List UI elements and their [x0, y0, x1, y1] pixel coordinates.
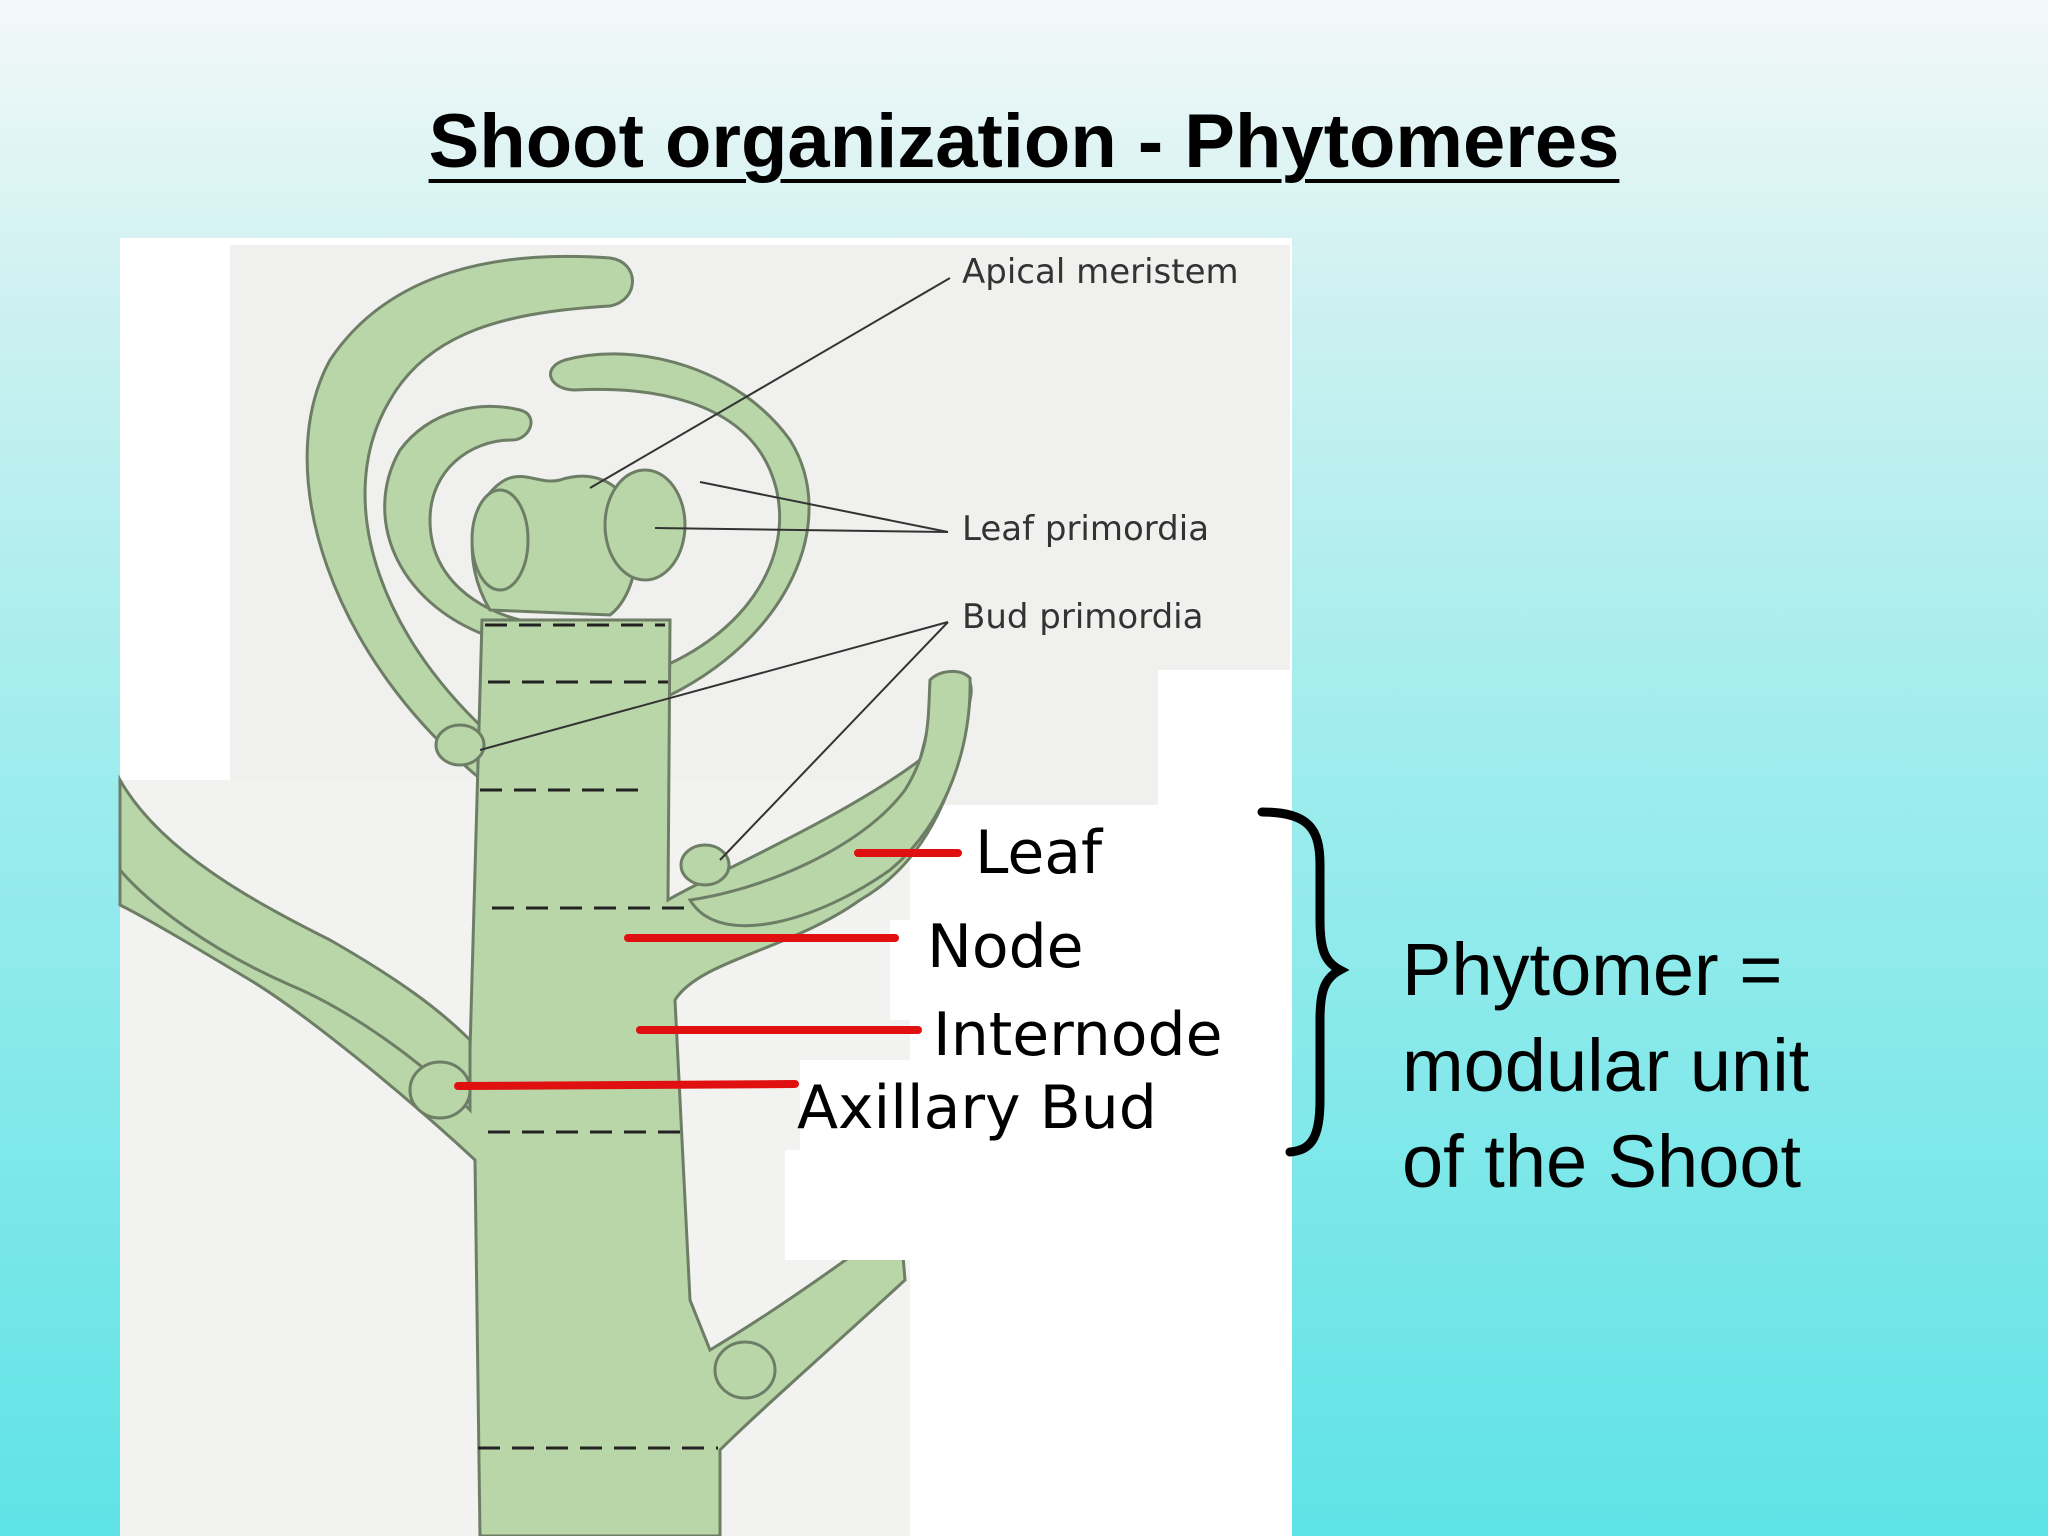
label-bud-primordia: Bud primordia — [962, 597, 1203, 637]
label-leaf: Leaf — [975, 818, 1104, 888]
label-axillary-bud: Axillary Bud — [797, 1073, 1157, 1143]
phytomer-definition: Phytomer = modular unit of the Shoot — [1402, 922, 2002, 1210]
axillary-bud-shape — [408, 1060, 472, 1120]
node-boundaries — [478, 623, 718, 1450]
bud-primordium-lower — [679, 843, 731, 887]
definition-line-1: Phytomer = — [1402, 928, 1783, 1011]
label-leaf-primordia: Leaf primordia — [962, 509, 1209, 549]
label-node: Node — [927, 912, 1084, 982]
plant-shoot — [118, 254, 973, 1536]
left-lower-leaf — [118, 774, 472, 1114]
definition-line-2: modular unit — [1402, 1024, 1810, 1107]
curly-brace — [1257, 807, 1350, 1157]
inner-left-leaf — [383, 404, 533, 642]
leaf-primordium-right — [603, 468, 687, 582]
slide-title: Shoot organization - Phytomeres — [428, 99, 1620, 184]
pointer-axillary-bud — [454, 1080, 799, 1090]
red-pointers — [454, 849, 962, 1090]
leader-lines — [479, 277, 951, 861]
overlay-label-backgrounds — [785, 670, 1292, 1260]
right-leaf — [687, 670, 972, 928]
label-apical-meristem: Apical meristem — [962, 252, 1239, 292]
definition-line-3: of the Shoot — [1402, 1120, 1802, 1203]
outer-leaf — [305, 254, 634, 787]
label-internode: Internode — [933, 1000, 1223, 1070]
lower-bud — [713, 1340, 777, 1400]
bud-primordium-upper — [434, 723, 486, 767]
leaf-primordium-left — [470, 488, 530, 592]
